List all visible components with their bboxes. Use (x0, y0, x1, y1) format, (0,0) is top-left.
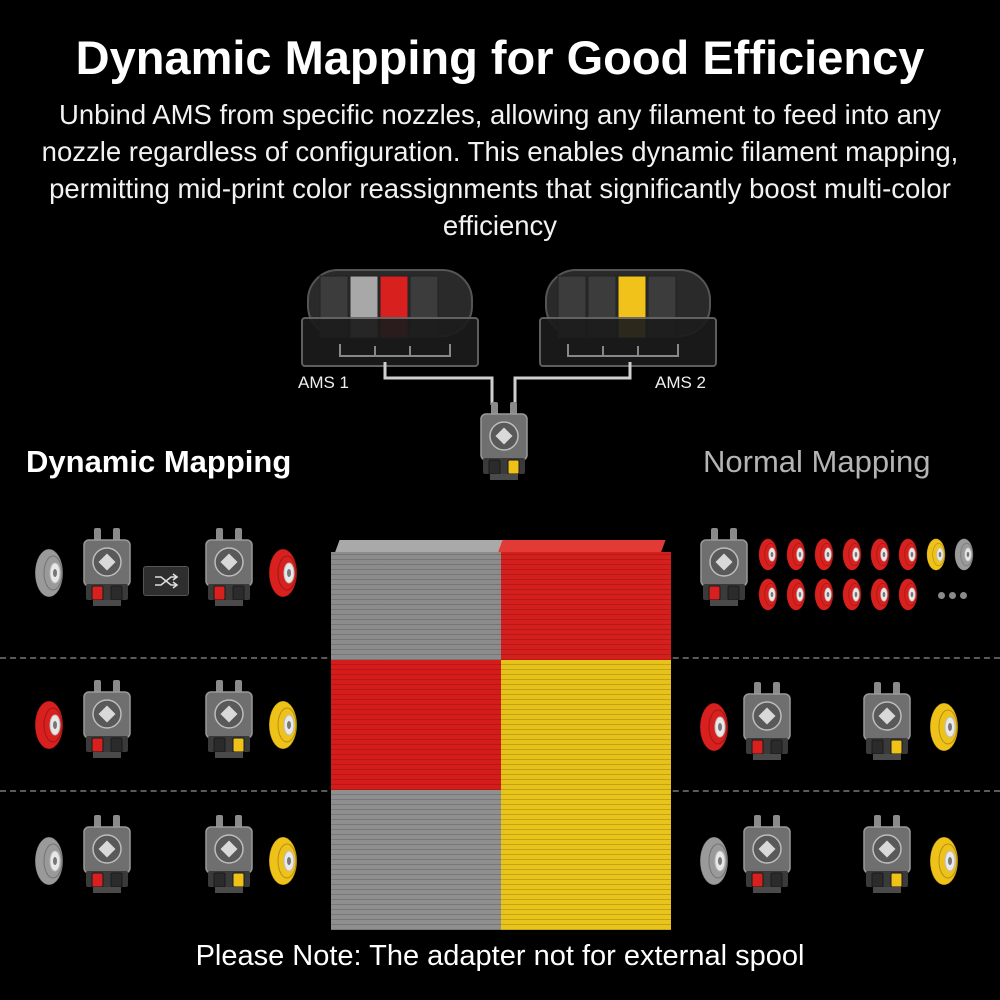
cube-block-red (501, 552, 671, 660)
feed-tube-lines (383, 362, 632, 405)
normal-mapping-title: Normal Mapping (703, 444, 931, 479)
ams-2-label: AMS 2 (655, 373, 707, 392)
cube-block-yellow (501, 660, 671, 790)
cube-block-red (331, 660, 501, 790)
cube-block-gray (331, 552, 501, 660)
swap-icon (143, 566, 189, 596)
footnote: Please Note: The adapter not for externa… (195, 940, 805, 972)
dynamic-mapping-title: Dynamic Mapping (26, 444, 292, 479)
page-subtitle: Unbind AMS from specific nozzles, allowi… (41, 99, 959, 241)
page-title: Dynamic Mapping for Good Efficiency (75, 31, 925, 84)
more-indicator-icon (938, 586, 971, 604)
cube-block-yellow (501, 790, 671, 930)
printed-cube (331, 540, 671, 930)
ams-unit-icon (301, 269, 479, 367)
cube-block-gray (331, 790, 501, 930)
ams-unit-icon (539, 269, 717, 367)
ams-1-label: AMS 1 (298, 373, 350, 392)
